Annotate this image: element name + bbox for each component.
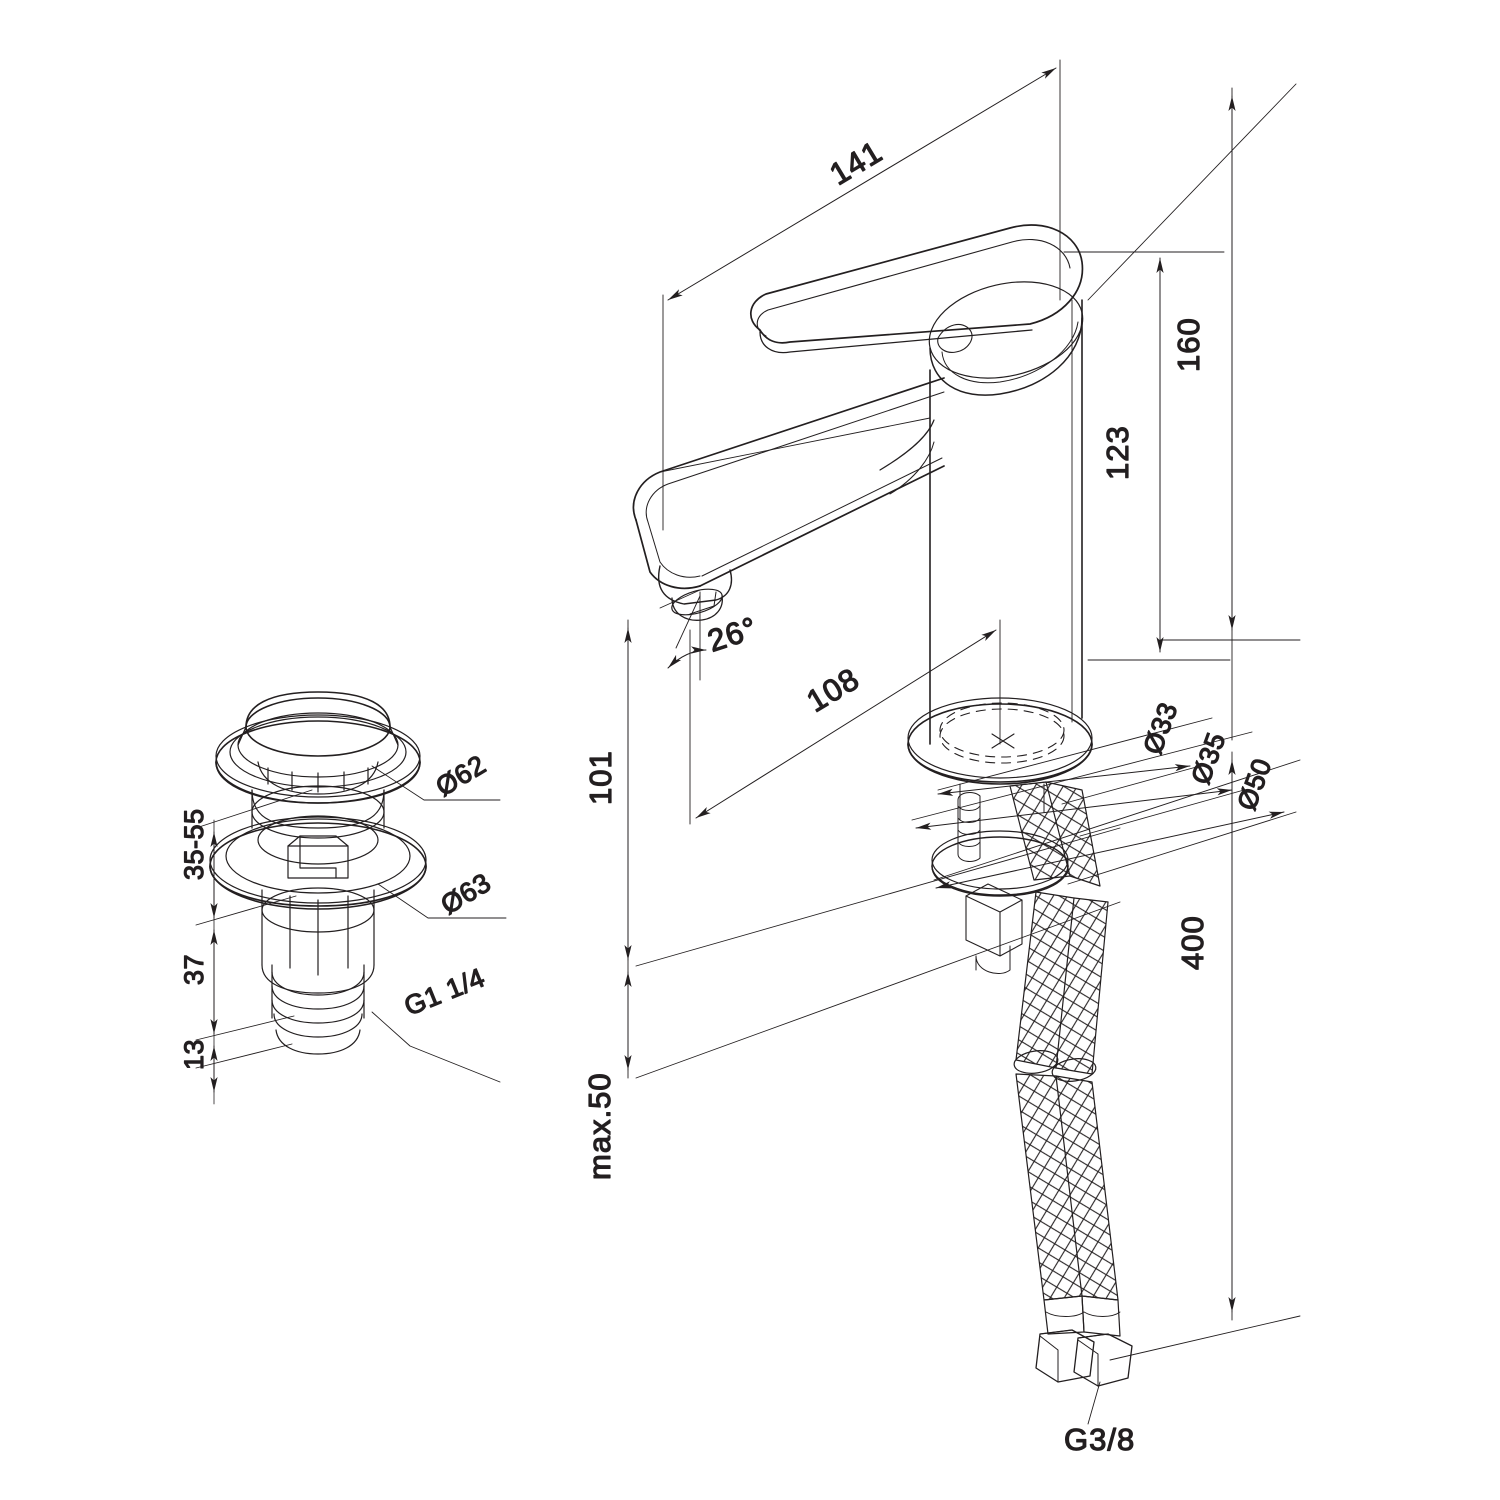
dim-dia-35: Ø35 bbox=[1185, 728, 1231, 788]
pop-up-waste-drawing bbox=[195, 691, 507, 1105]
dim-13: 13 bbox=[179, 1039, 209, 1070]
dim-123: 123 bbox=[1100, 425, 1135, 480]
dim-108: 108 bbox=[801, 661, 866, 719]
dim-400: 400 bbox=[1175, 915, 1210, 970]
label-g1-1-4-thread: G1 1/4 bbox=[400, 962, 489, 1021]
dim-160: 160 bbox=[1171, 317, 1206, 372]
dim-dia-63: Ø63 bbox=[436, 867, 496, 920]
dimension-lines bbox=[624, 59, 1301, 1361]
dim-dia-50: Ø50 bbox=[1231, 754, 1277, 814]
dim-101: 101 bbox=[583, 750, 618, 805]
basin-mixer-drawing bbox=[632, 224, 1133, 1425]
dim-35-55: 35-55 bbox=[179, 808, 209, 880]
dim-dia-33: Ø33 bbox=[1137, 698, 1183, 758]
dim-dia-62: Ø62 bbox=[431, 749, 491, 802]
dim-141: 141 bbox=[824, 134, 889, 192]
label-g38-thread: G3/8 bbox=[1064, 1422, 1135, 1457]
dim-37: 37 bbox=[179, 954, 209, 985]
dim-max-50: max.50 bbox=[582, 1072, 617, 1180]
